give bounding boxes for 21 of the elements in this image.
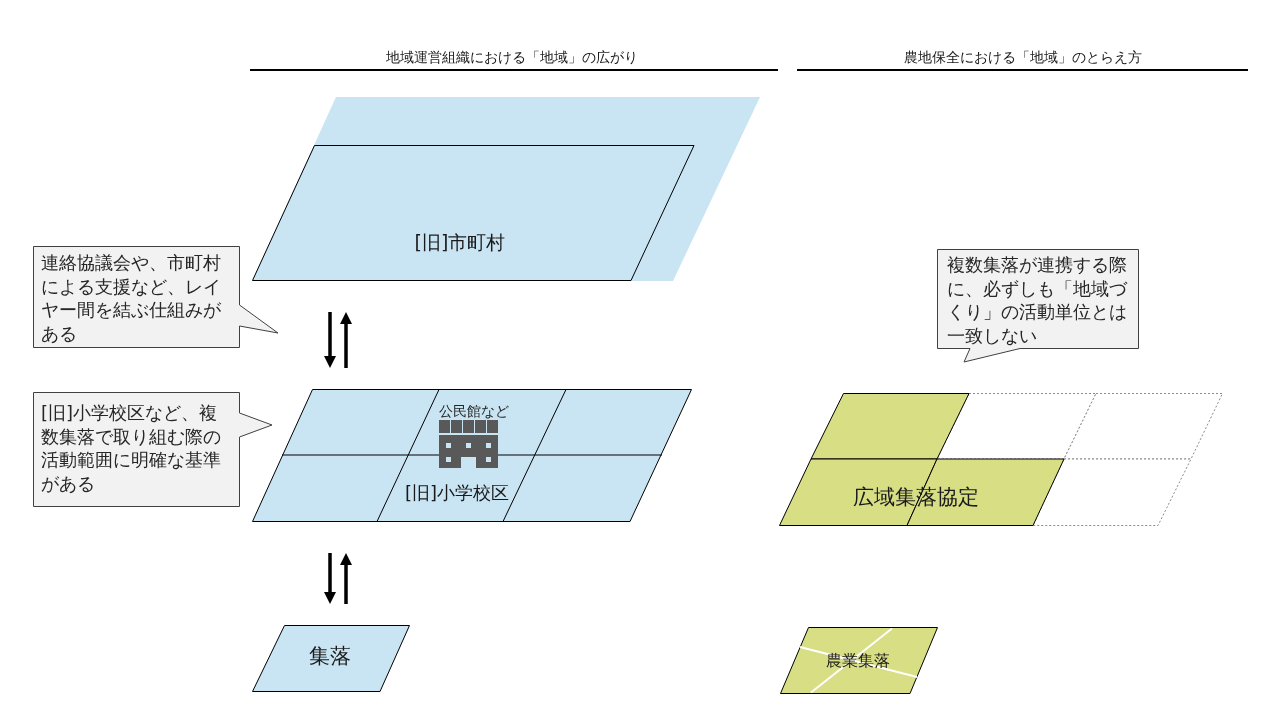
speech-callout [33, 246, 279, 348]
region-label: [旧]市町村 [414, 229, 506, 255]
parallelogram-region [252, 625, 410, 692]
grid-parallelogram [779, 393, 1223, 526]
callout-text: 複数集落が連携する際に、必ずしも「地域づくり」の活動単位とは一致しない [947, 253, 1129, 347]
speech-callout [937, 249, 1140, 363]
parallelogram-region [780, 627, 938, 694]
column-heading: 地域運営組織における「地域」の広がり [386, 47, 638, 67]
callout-text: [旧]小学校区など、複数集落で取り組む際の活動範囲に明確な基準がある [41, 401, 222, 495]
region-label: 集落 [309, 643, 351, 671]
arrow [340, 312, 352, 368]
arrow [324, 553, 336, 604]
facility-label: 公民館など [439, 401, 509, 421]
callout-text: 連絡協議会や、市町村による支援など、レイヤー間を結ぶ仕組みがある [41, 251, 222, 345]
column-heading: 農地保全における「地域」のとらえ方 [904, 47, 1142, 67]
arrow [324, 312, 336, 368]
stacked-parallelogram [252, 97, 760, 281]
arrow [340, 553, 352, 604]
grid-parallelogram [252, 389, 692, 522]
region-label: [旧]小学校区 [405, 480, 509, 505]
speech-callout [33, 392, 273, 507]
